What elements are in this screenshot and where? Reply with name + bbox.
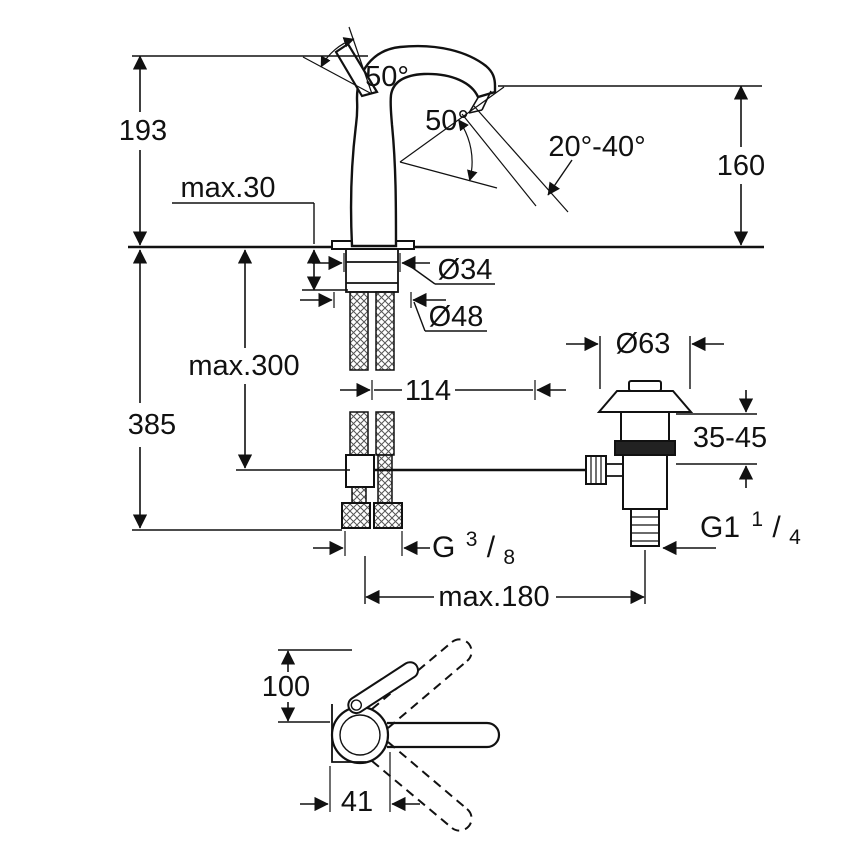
spout-top-view xyxy=(486,721,501,749)
label-max-rod-length: max.180 xyxy=(438,581,549,613)
waste-tailpipe xyxy=(630,508,660,547)
label-shank-diameter: Ø34 xyxy=(438,254,493,286)
dim-top-view-offset xyxy=(300,752,420,812)
label-waste-thread: G1 1 / 4 xyxy=(700,500,801,549)
spout-angle-annotation xyxy=(399,86,505,189)
outlet-angle-annotation xyxy=(461,105,573,213)
pop-up-rod-tee xyxy=(345,454,375,488)
dim-base-diameter xyxy=(300,292,487,332)
rear-edge-top-view xyxy=(331,704,366,763)
waste-plug-cap xyxy=(628,380,662,392)
label-max-hose-length: max.300 xyxy=(188,350,299,382)
dim-shank-diameter xyxy=(312,253,495,285)
dim-max-rod-length xyxy=(364,550,646,605)
dim-top-view-depth xyxy=(278,649,352,723)
dim-max-mounting-thickness xyxy=(172,202,348,291)
handle-angle-annotation xyxy=(302,26,373,95)
label-total-height-below: 385 xyxy=(128,409,176,441)
faucet-body-outline xyxy=(349,44,497,248)
label-supply-thread: G 3 / 8 xyxy=(432,520,515,569)
dim-supply-thread xyxy=(313,531,430,556)
supply-hose-fitting-right xyxy=(373,502,403,529)
faucet-top-view xyxy=(330,638,501,832)
label-rod-offset: 114 xyxy=(405,375,451,407)
dim-waste-clamp-range xyxy=(676,390,757,488)
handle-top-view xyxy=(347,661,419,715)
waste-valve-assembly xyxy=(596,380,694,547)
label-handle-swing-angle: 50° xyxy=(365,61,409,93)
dim-total-height-below xyxy=(132,249,342,531)
label-waste-clamp-range: 35-45 xyxy=(693,422,767,454)
label-waste-flange-diameter: Ø63 xyxy=(616,328,671,360)
pop-up-rod xyxy=(374,455,623,485)
aerator-outlet xyxy=(468,90,492,114)
waste-flange xyxy=(596,390,694,413)
dim-rod-offset xyxy=(340,380,566,400)
label-max-mounting-thickness: max.30 xyxy=(180,172,275,204)
label-top-view-depth: 100 xyxy=(262,671,310,703)
dim-outlet-height xyxy=(498,85,762,246)
dim-height-above-deck xyxy=(132,55,368,246)
label-top-view-offset: 41 xyxy=(341,786,373,818)
label-height-above-deck: 193 xyxy=(119,115,167,147)
dim-waste-flange-diameter xyxy=(566,336,724,389)
supply-hose-fitting-left xyxy=(341,502,371,529)
waste-seal-ring xyxy=(614,440,676,456)
label-spout-swivel-angle: 50° xyxy=(425,105,469,137)
label-outlet-angle-range: 20°-40° xyxy=(548,131,645,163)
dim-max-hose-length xyxy=(236,249,350,471)
label-base-diameter: Ø48 xyxy=(429,301,484,333)
label-outlet-height: 160 xyxy=(717,150,765,182)
